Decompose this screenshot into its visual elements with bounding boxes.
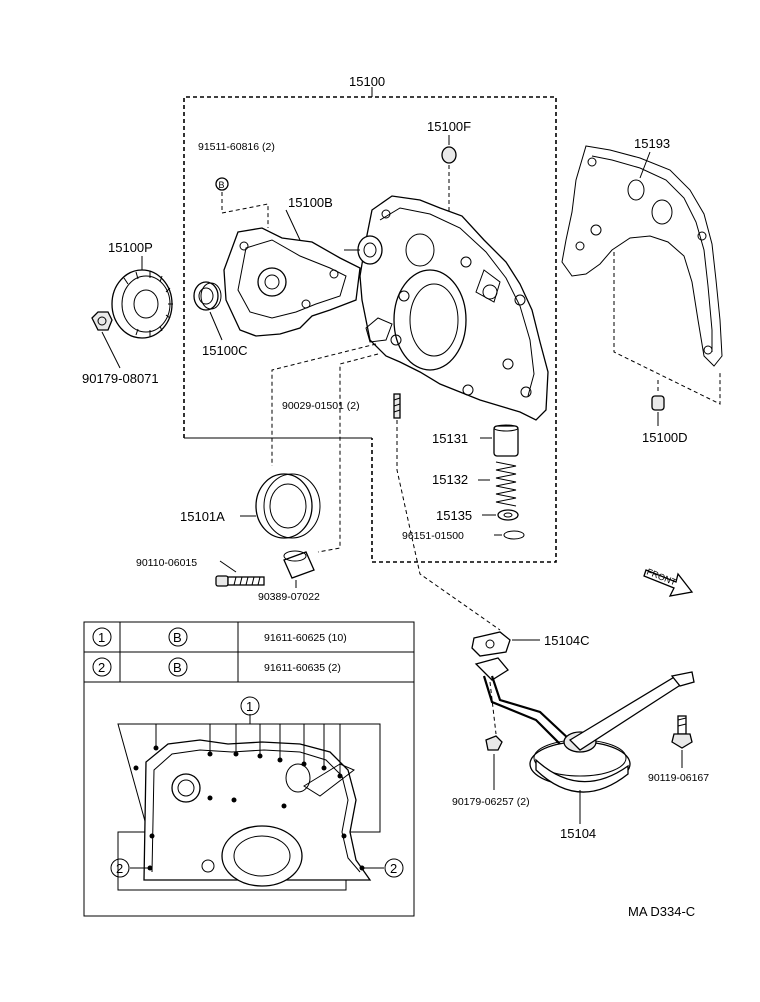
label-90119-06167: 90119-06167 bbox=[648, 772, 709, 784]
oil-seal-15101A bbox=[240, 473, 321, 539]
retainer-15135 bbox=[482, 509, 519, 521]
relief-valve-15131 bbox=[480, 424, 519, 457]
label-15104: 15104 bbox=[560, 826, 596, 841]
bolt-90119-06167 bbox=[671, 715, 693, 768]
oil-strainer-15104 bbox=[474, 657, 695, 824]
pump-cover-15100B bbox=[221, 203, 361, 337]
svg-text:B: B bbox=[219, 180, 225, 190]
assembly-outline-15100 bbox=[183, 87, 557, 563]
gear-15100P bbox=[111, 256, 173, 339]
label-15100D: 15100D bbox=[642, 430, 688, 445]
label-15100: 15100 bbox=[349, 74, 385, 89]
front-arrow-icon: FRONT bbox=[643, 567, 694, 597]
label-15132: 15132 bbox=[432, 472, 468, 487]
nut-90179-06257 bbox=[485, 735, 503, 790]
label-15100B: 15100B bbox=[288, 195, 333, 210]
bolt-location-sketch bbox=[110, 696, 404, 891]
label-90110-06015: 90110-06015 bbox=[136, 557, 197, 569]
table-row-1-part: 91611-60625 (10) bbox=[264, 632, 347, 644]
dowel-15100D bbox=[651, 380, 665, 426]
label-15100C: 15100C bbox=[202, 343, 248, 358]
plug-15100F bbox=[441, 135, 457, 215]
nut-90179-08071 bbox=[91, 311, 121, 369]
callout-2-right: 2 bbox=[390, 861, 397, 876]
label-90389-07022: 90389-07022 bbox=[258, 591, 320, 603]
circle-b-marker: B bbox=[215, 177, 229, 213]
label-15131: 15131 bbox=[432, 431, 468, 446]
snap-ring-96151 bbox=[494, 530, 525, 540]
callout-2-left: 2 bbox=[116, 861, 123, 876]
spring-15132 bbox=[478, 461, 517, 507]
timing-cover-body bbox=[344, 195, 549, 421]
callout-1: 1 bbox=[246, 699, 253, 714]
diagram-code: MA D334-C bbox=[628, 904, 695, 919]
label-15100F: 15100F bbox=[427, 119, 471, 134]
label-15100P: 15100P bbox=[108, 240, 153, 255]
gasket-15104C bbox=[471, 631, 540, 657]
gasket-15193 bbox=[561, 145, 723, 405]
label-15135: 15135 bbox=[436, 508, 472, 523]
label-96151-01500: 96151-01500 bbox=[402, 530, 464, 542]
bolt-90110-06015 bbox=[215, 560, 265, 587]
bolt-table bbox=[83, 621, 415, 917]
table-row-2-type: B bbox=[173, 660, 182, 675]
table-row-1-type: B bbox=[173, 630, 182, 645]
label-90179-06257: 90179-06257 (2) bbox=[452, 796, 530, 808]
table-row-2-part: 91611-60635 (2) bbox=[264, 662, 341, 674]
bushing-90389-07022 bbox=[283, 550, 315, 588]
seal-15100C bbox=[193, 281, 223, 341]
label-15104C: 15104C bbox=[544, 633, 590, 648]
label-front: FRONT bbox=[645, 567, 678, 588]
table-row-2-ref: 2 bbox=[98, 660, 105, 675]
stud-90029-01501 bbox=[393, 393, 501, 631]
label-90029-01501: 90029-01501 (2) bbox=[282, 400, 360, 412]
label-15193: 15193 bbox=[634, 136, 670, 151]
label-90179-08071: 90179-08071 bbox=[82, 371, 159, 386]
table-row-1-ref: 1 bbox=[98, 630, 105, 645]
label-bolt-91511: 91511-60816 (2) bbox=[198, 141, 275, 153]
label-15101A: 15101A bbox=[180, 509, 225, 524]
